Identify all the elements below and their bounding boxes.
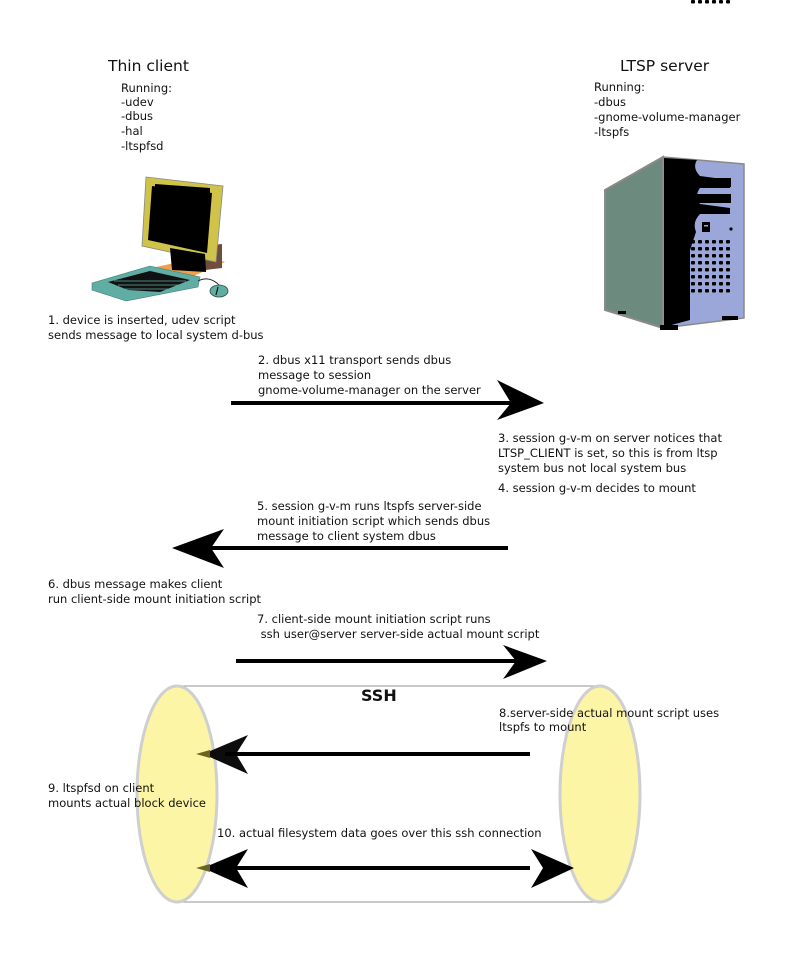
client-title: Thin client: [108, 57, 189, 75]
step-5-line: mount initiation script which sends dbus: [257, 514, 491, 528]
client-running-item: -hal: [121, 124, 143, 138]
tunnel-client-end: [135, 684, 219, 904]
ssh-tunnel-label: SSH: [361, 686, 397, 705]
desktop-computer-icon: [91, 176, 229, 302]
step-9-line: 9. ltspfsd on client: [48, 781, 155, 795]
arrow-step-8: [196, 735, 530, 774]
server-running-header: Running:: [594, 80, 645, 94]
client-running-header: Running:: [121, 81, 172, 95]
step-4-line: 4. session g-v-m decides to mount: [498, 481, 696, 495]
step-6-line: run client-side mount initiation script: [48, 592, 262, 606]
server-vents: [691, 0, 730, 293]
client-running-item: -dbus: [121, 109, 154, 123]
step-3-line: LTSP_CLIENT is set, so this is from ltsp: [498, 446, 718, 460]
step-9-line: mounts actual block device: [48, 796, 206, 810]
step-1-line: 1. device is inserted, udev script: [48, 313, 236, 327]
server-title: LTSP server: [620, 57, 710, 75]
step-2-line: message to session: [258, 368, 372, 382]
step-7-line: ssh user@server server-side actual mount…: [257, 627, 540, 641]
step-6-line: 6. dbus message makes client: [48, 577, 223, 591]
tunnel-server-end: [558, 684, 642, 904]
tower-server-icon: [604, 0, 745, 330]
arrow-step-7: [236, 645, 547, 679]
server-running-item: -dbus: [594, 95, 627, 109]
step-5-line: message to client system dbus: [257, 529, 436, 543]
ssh-tunnel: [135, 684, 642, 904]
arrow-step-2: [231, 380, 544, 420]
server-side-panel: [604, 155, 664, 330]
client-running-item: -udev: [121, 95, 154, 109]
arrow-step-10: [196, 849, 574, 888]
step-8-line: 8.server-side actual mount script uses: [499, 706, 720, 720]
server-running-item: -gnome-volume-manager: [594, 110, 741, 124]
step-3-line: 3. session g-v-m on server notices that: [498, 431, 722, 445]
arrow-step-5: [172, 529, 508, 568]
step-2-line: 2. dbus x11 transport sends dbus: [258, 353, 452, 367]
step-1-line: sends message to local system d-bus: [48, 328, 264, 342]
monitor-screen: [148, 186, 212, 253]
server-running-item: -ltspfs: [594, 125, 630, 139]
step-7-line: 7. client-side mount initiation script r…: [257, 612, 491, 626]
mouse: [209, 284, 229, 298]
step-5-line: 5. session g-v-m runs ltspfs server-side: [257, 499, 482, 513]
keyboard-keys: [108, 271, 190, 292]
step-3-line: system bus not local system bus: [498, 461, 687, 475]
step-2-line: gnome-volume-manager on the server: [258, 383, 481, 397]
step-10-line: 10. actual filesystem data goes over thi…: [217, 826, 542, 840]
client-running-item: -ltspfsd: [121, 139, 164, 153]
step-8-line: ltspfs to mount: [499, 720, 587, 734]
